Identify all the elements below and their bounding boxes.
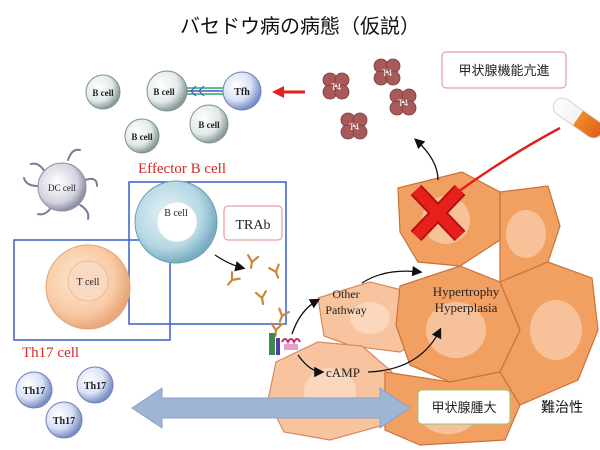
th17-cell: Th17 bbox=[45, 401, 83, 439]
b-cell-3: B cell bbox=[124, 118, 160, 154]
th17-label: Th17 bbox=[23, 386, 45, 397]
t4-label: T4 bbox=[398, 98, 408, 108]
t4-label: T4 bbox=[382, 68, 392, 78]
b-cell-cluster: B cell B cell B cell B cell Tfh bbox=[85, 70, 262, 154]
effector-b-cell-label: Effector B cell bbox=[138, 161, 226, 177]
antibody-icon bbox=[254, 290, 267, 306]
bidirectional-arrow bbox=[131, 387, 411, 429]
th17-cell: Th17 bbox=[15, 371, 53, 409]
th17-cell-label: Th17 cell bbox=[22, 345, 79, 361]
t-cell: T cell bbox=[45, 244, 131, 330]
trab-box: TRAb bbox=[223, 205, 283, 241]
goiter-box: 甲状腺腫大 bbox=[417, 389, 511, 425]
hypertrophy-label: Hypertrophy bbox=[433, 284, 500, 299]
b-cell-label: B cell bbox=[92, 88, 114, 98]
th17-label: Th17 bbox=[84, 381, 106, 392]
antibody-icon bbox=[270, 322, 283, 338]
t4-molecule: T4 bbox=[389, 88, 417, 116]
th17-label: Th17 bbox=[53, 416, 75, 427]
b-cell-label: B cell bbox=[153, 87, 175, 97]
th17-cell-box bbox=[13, 239, 171, 341]
t4-molecule: T4 bbox=[340, 112, 368, 140]
b-cell-4: B cell bbox=[189, 104, 229, 144]
hyperthyroidism-label: 甲状腺機能亢進 bbox=[458, 63, 549, 79]
other-pathway-label-1: Other bbox=[332, 287, 359, 301]
b-cell-to-antibody-arrow bbox=[214, 254, 246, 272]
trab-label: TRAb bbox=[236, 218, 271, 233]
goiter-label: 甲状腺腫大 bbox=[431, 400, 496, 416]
th17-cell: Th17 bbox=[76, 366, 114, 404]
t4-molecule: T4 bbox=[373, 58, 401, 86]
other-pathway-to-hypertrophy-arrow bbox=[361, 265, 423, 284]
thyroid-to-t4-arrow bbox=[414, 138, 439, 181]
b-cell-label: B cell bbox=[131, 132, 153, 142]
b-cell-1: B cell bbox=[85, 74, 121, 110]
antibody-icon bbox=[268, 263, 280, 279]
t4-molecule: T4 bbox=[322, 72, 350, 100]
antibody-icon bbox=[227, 271, 241, 286]
receptor-to-other-pathway-arrow bbox=[291, 298, 321, 335]
hyperthyroidism-box: 甲状腺機能亢進 bbox=[441, 51, 567, 89]
b-cell-label: B cell bbox=[198, 120, 220, 130]
hyperplasia-label: Hyperplasia bbox=[435, 300, 498, 315]
th17-cells: Th17 Th17 Th17 bbox=[15, 366, 114, 439]
inhibition-x-icon bbox=[410, 184, 466, 242]
tfh-cell: Tfh bbox=[222, 71, 262, 111]
dc-cell-label: DC cell bbox=[48, 183, 76, 193]
diagram-title: バセドウ病の病態（仮説） bbox=[180, 14, 420, 38]
camp-label: cAMP bbox=[326, 365, 360, 380]
antibody-icon bbox=[278, 307, 290, 323]
other-pathway-label-2: Pathway bbox=[325, 303, 366, 317]
dc-cell: DC cell bbox=[23, 148, 98, 220]
trab-antibodies bbox=[227, 254, 290, 338]
t-cell-label: T cell bbox=[77, 277, 100, 288]
tfh-label: Tfh bbox=[234, 87, 250, 98]
b-cell-2: B cell bbox=[146, 70, 188, 112]
camp-to-hypertrophy-arrow bbox=[367, 327, 442, 373]
receptor-contact bbox=[187, 85, 224, 97]
pill-icon bbox=[553, 97, 600, 139]
effector-b-cell-box bbox=[128, 181, 287, 325]
red-arrow-left bbox=[272, 86, 305, 98]
t4-label: T4 bbox=[331, 82, 341, 92]
antibody-icon bbox=[247, 254, 260, 270]
effector-b-cell-cell-label: B cell bbox=[164, 208, 188, 219]
t4-label: T4 bbox=[349, 122, 359, 132]
effector-b-cell: B cell bbox=[134, 180, 218, 264]
refractory-label: 難治性 bbox=[541, 400, 583, 416]
receptor-to-camp-arrow bbox=[297, 354, 325, 378]
tsh-receptor-icon bbox=[269, 333, 301, 355]
